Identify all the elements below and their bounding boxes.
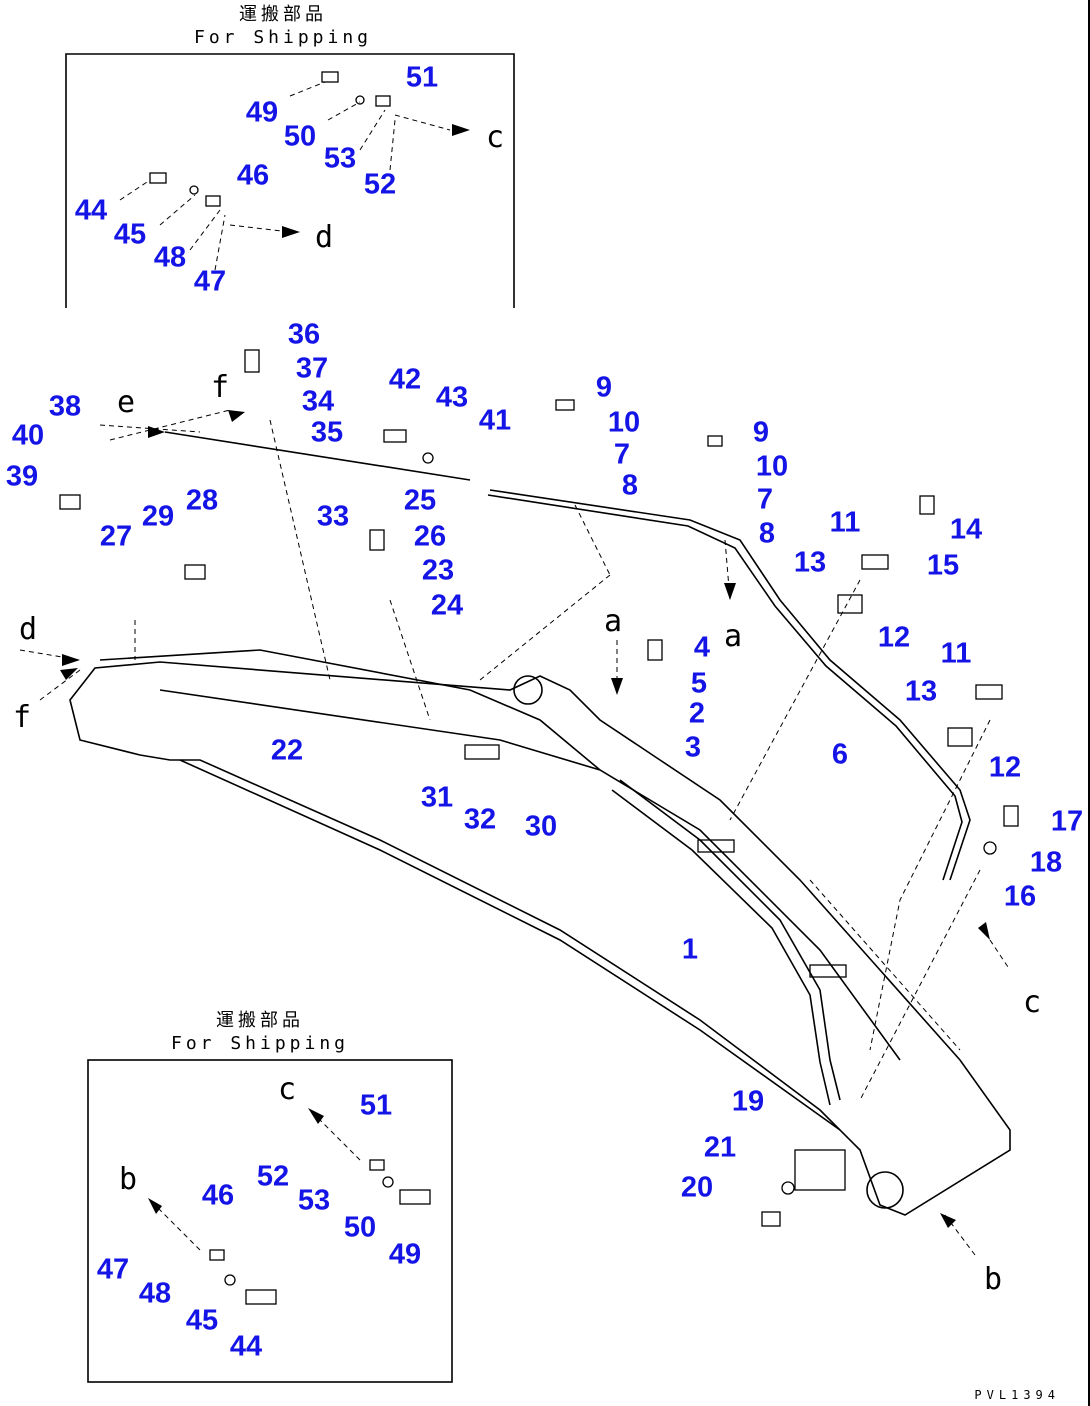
callout-number: 13: [904, 675, 938, 708]
callout-number: 25: [403, 484, 437, 517]
reference-letter: b: [983, 1262, 1003, 1297]
callout-number: 49: [388, 1238, 422, 1271]
callout-number: 33: [316, 500, 350, 533]
callout-number: 51: [405, 61, 439, 94]
callout-number: 29: [141, 500, 175, 533]
callout-number: 47: [193, 265, 227, 298]
callout-number: 34: [301, 385, 335, 418]
callout-number: 7: [613, 438, 631, 471]
callout-number: 53: [297, 1184, 331, 1217]
callout-number: 45: [113, 218, 147, 251]
shipping-label-en: For Shipping: [170, 1032, 350, 1054]
callout-number: 9: [595, 371, 613, 404]
reference-letter: c: [1022, 985, 1042, 1020]
callout-number: 53: [323, 142, 357, 175]
callout-number: 9: [752, 416, 770, 449]
callout-number: 44: [74, 194, 108, 227]
pipe-6: [489, 489, 971, 881]
callout-number: 23: [421, 554, 455, 587]
callout-number: 1: [681, 933, 699, 966]
callout-number: 13: [793, 546, 827, 579]
callout-number: 50: [343, 1211, 377, 1244]
reference-letter: b: [118, 1162, 138, 1197]
callout-number: 37: [295, 352, 329, 385]
callout-number: 42: [388, 363, 422, 396]
callout-number: 50: [283, 120, 317, 153]
shipping-box-bottom: [87, 1059, 453, 1383]
callout-number: 15: [926, 549, 960, 582]
callout-number: 8: [621, 469, 639, 502]
callout-number: 22: [270, 734, 304, 767]
callout-number: 51: [359, 1089, 393, 1122]
callout-number: 28: [185, 484, 219, 517]
callout-number: 10: [755, 450, 789, 483]
callout-number: 24: [430, 589, 464, 622]
callout-number: 5: [690, 667, 708, 700]
callout-number: 20: [680, 1171, 714, 1204]
shipping-box-top: [65, 53, 515, 308]
callout-number: 47: [96, 1253, 130, 1286]
callout-number: 35: [310, 416, 344, 449]
callout-number: 16: [1003, 880, 1037, 913]
callout-number: 3: [684, 731, 702, 764]
reference-letter: d: [18, 612, 38, 647]
callout-number: 21: [703, 1131, 737, 1164]
drawing-code: PVL1394: [974, 1388, 1060, 1402]
callout-number: 39: [5, 460, 39, 493]
callout-number: 48: [138, 1277, 172, 1310]
callout-number: 52: [256, 1160, 290, 1193]
pipe-1: [619, 779, 841, 1101]
reference-letter: f: [12, 700, 32, 735]
shipping-label-jp: 運搬部品: [215, 1010, 304, 1031]
reference-letter: a: [723, 619, 743, 654]
callout-number: 30: [524, 810, 558, 843]
shipping-label-jp: 運搬部品: [238, 4, 327, 25]
callout-number: 26: [413, 520, 447, 553]
callout-number: 44: [229, 1330, 263, 1363]
shipping-label-en: For Shipping: [193, 26, 373, 48]
pipe-22: [99, 649, 601, 771]
callout-number: 19: [731, 1085, 765, 1118]
callout-number: 31: [420, 781, 454, 814]
callout-number: 17: [1050, 805, 1084, 838]
reference-letter: c: [485, 120, 505, 155]
callout-number: 32: [463, 803, 497, 836]
reference-letter: d: [314, 220, 334, 255]
reference-letter: c: [277, 1072, 297, 1107]
callout-number: 6: [831, 738, 849, 771]
callout-number: 7: [756, 483, 774, 516]
callout-number: 18: [1029, 846, 1063, 879]
callout-number: 41: [478, 404, 512, 437]
callout-number: 36: [287, 318, 321, 351]
reference-letter: a: [603, 604, 623, 639]
callout-number: 43: [435, 381, 469, 414]
reference-letter: e: [116, 385, 136, 420]
callout-number: 10: [607, 406, 641, 439]
callout-number: 48: [153, 241, 187, 274]
callout-number: 27: [99, 520, 133, 553]
callout-number: 12: [877, 621, 911, 654]
callout-number: 8: [758, 517, 776, 550]
callout-number: 52: [363, 168, 397, 201]
callout-number: 49: [245, 96, 279, 129]
shipping-label-bottom: 運搬部品 For Shipping: [171, 1010, 349, 1055]
shipping-label-top: 運搬部品 For Shipping: [194, 4, 372, 49]
boom-outline: [69, 661, 1011, 1216]
callout-number: 45: [185, 1304, 219, 1337]
reference-letter: f: [210, 370, 230, 405]
callout-number: 38: [48, 390, 82, 423]
callout-number: 11: [940, 637, 972, 670]
pipe-33: [164, 431, 471, 481]
callout-number: 12: [988, 751, 1022, 784]
callout-number: 46: [201, 1179, 235, 1212]
callout-number: 11: [829, 506, 861, 539]
callout-number: 14: [949, 513, 983, 546]
callout-number: 2: [688, 697, 706, 730]
callout-number: 4: [693, 631, 711, 664]
callout-number: 46: [236, 159, 270, 192]
callout-number: 40: [11, 419, 45, 452]
